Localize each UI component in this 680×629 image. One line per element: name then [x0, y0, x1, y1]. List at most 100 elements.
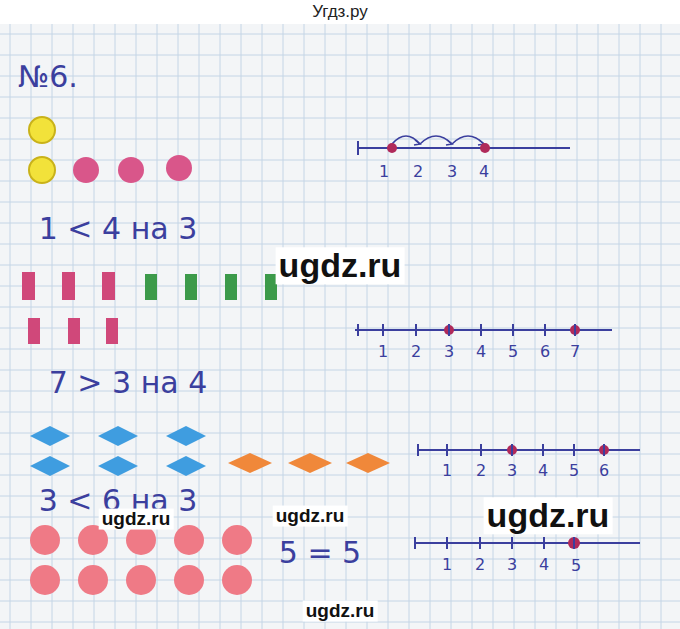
- tick: [573, 537, 575, 549]
- axis-number: 1: [378, 343, 388, 361]
- axis-number: 2: [476, 462, 486, 480]
- hop-arc: [392, 136, 420, 144]
- red-circle: [30, 525, 60, 555]
- yellow-circle: [29, 157, 55, 183]
- tick: [480, 444, 482, 456]
- orange-diamond: [288, 453, 332, 473]
- tick: [448, 324, 450, 336]
- grid-line: [0, 55, 680, 56]
- point: [570, 325, 580, 335]
- green-bar: [185, 274, 197, 300]
- blue-diamond: [166, 426, 206, 446]
- axis-number: 7: [570, 343, 580, 361]
- header-band: [0, 0, 680, 24]
- axis-number: 5: [569, 462, 579, 480]
- axis-number: 2: [475, 556, 485, 574]
- pink-bar: [62, 272, 75, 300]
- red-circle: [126, 525, 156, 555]
- hop-arc: [420, 136, 452, 144]
- point: [599, 445, 609, 455]
- axis-number: 4: [476, 343, 486, 361]
- red-circle: [222, 565, 252, 595]
- pink-bar: [106, 318, 118, 344]
- exercise-number: №6.: [18, 60, 78, 93]
- tick: [417, 444, 419, 456]
- tick: [357, 324, 359, 336]
- point: [387, 143, 397, 153]
- pink-circle: [73, 157, 99, 183]
- axis-number: 5: [571, 557, 581, 575]
- watermark: ugdz.ru: [273, 506, 348, 527]
- axis-number: 3: [447, 163, 457, 181]
- blue-diamond: [166, 456, 206, 476]
- axis-number: 3: [507, 462, 517, 480]
- tick: [446, 537, 448, 549]
- tick: [573, 444, 575, 456]
- axis-number: 1: [379, 163, 389, 181]
- pink-bar: [102, 272, 115, 300]
- grid-line: [0, 307, 680, 308]
- pink-bar: [28, 318, 40, 344]
- pink-bar: [22, 272, 35, 300]
- watermark: ugdz.ru: [99, 509, 174, 530]
- tick: [480, 324, 482, 336]
- axis-number: 1: [442, 462, 452, 480]
- hop-arrowhead: [446, 140, 452, 145]
- tick: [446, 444, 448, 456]
- axis-number: 5: [508, 343, 518, 361]
- grid: [0, 24, 680, 629]
- hop-arrowhead: [414, 140, 420, 145]
- tick: [382, 324, 384, 336]
- green-bar: [145, 274, 157, 300]
- red-circle: [174, 525, 204, 555]
- blue-diamond: [30, 456, 70, 476]
- green-bar: [225, 274, 237, 300]
- tick: [415, 324, 417, 336]
- axis-number: 3: [444, 343, 454, 361]
- hop-arc: [452, 136, 484, 144]
- axis-number: 2: [413, 163, 423, 181]
- red-circle: [174, 565, 204, 595]
- grid-line: [0, 97, 680, 98]
- blue-diamond: [98, 426, 138, 446]
- number-line: [415, 542, 640, 544]
- site-header: Угдз.ру: [312, 3, 368, 22]
- axis-number: 1: [442, 556, 452, 574]
- watermark: ugdz.ru: [276, 247, 405, 284]
- red-circle: [222, 525, 252, 555]
- comparison: 5 = 5: [279, 536, 361, 569]
- axis-number: 6: [599, 462, 609, 480]
- red-circle: [30, 565, 60, 595]
- blue-diamond: [98, 456, 138, 476]
- grid-line: [0, 202, 680, 203]
- tick: [603, 444, 605, 456]
- blue-diamond: [30, 426, 70, 446]
- comparison: 7 > 3 на 4: [49, 366, 208, 399]
- pink-circle: [118, 157, 144, 183]
- grid-line: [0, 433, 680, 434]
- grid-line: [0, 181, 680, 182]
- tick: [511, 444, 513, 456]
- pink-circle: [166, 155, 192, 181]
- red-circle: [126, 565, 156, 595]
- grid-line: [0, 76, 680, 77]
- tick: [511, 537, 513, 549]
- axis-number: 6: [540, 343, 550, 361]
- grid-line: [0, 139, 680, 140]
- axis-number: 3: [507, 556, 517, 574]
- tick: [512, 324, 514, 336]
- comparison: 1 < 4 на 3: [39, 212, 198, 245]
- tick: [543, 537, 545, 549]
- grid-line: [0, 622, 680, 623]
- point: [507, 445, 517, 455]
- yellow-circle: [29, 117, 55, 143]
- tick: [357, 141, 359, 155]
- axis-number: 2: [411, 343, 421, 361]
- point: [480, 143, 490, 153]
- red-circle: [78, 565, 108, 595]
- tick: [479, 537, 481, 549]
- point: [568, 537, 580, 549]
- watermark: ugdz.ru: [303, 601, 378, 622]
- red-circle: [78, 525, 108, 555]
